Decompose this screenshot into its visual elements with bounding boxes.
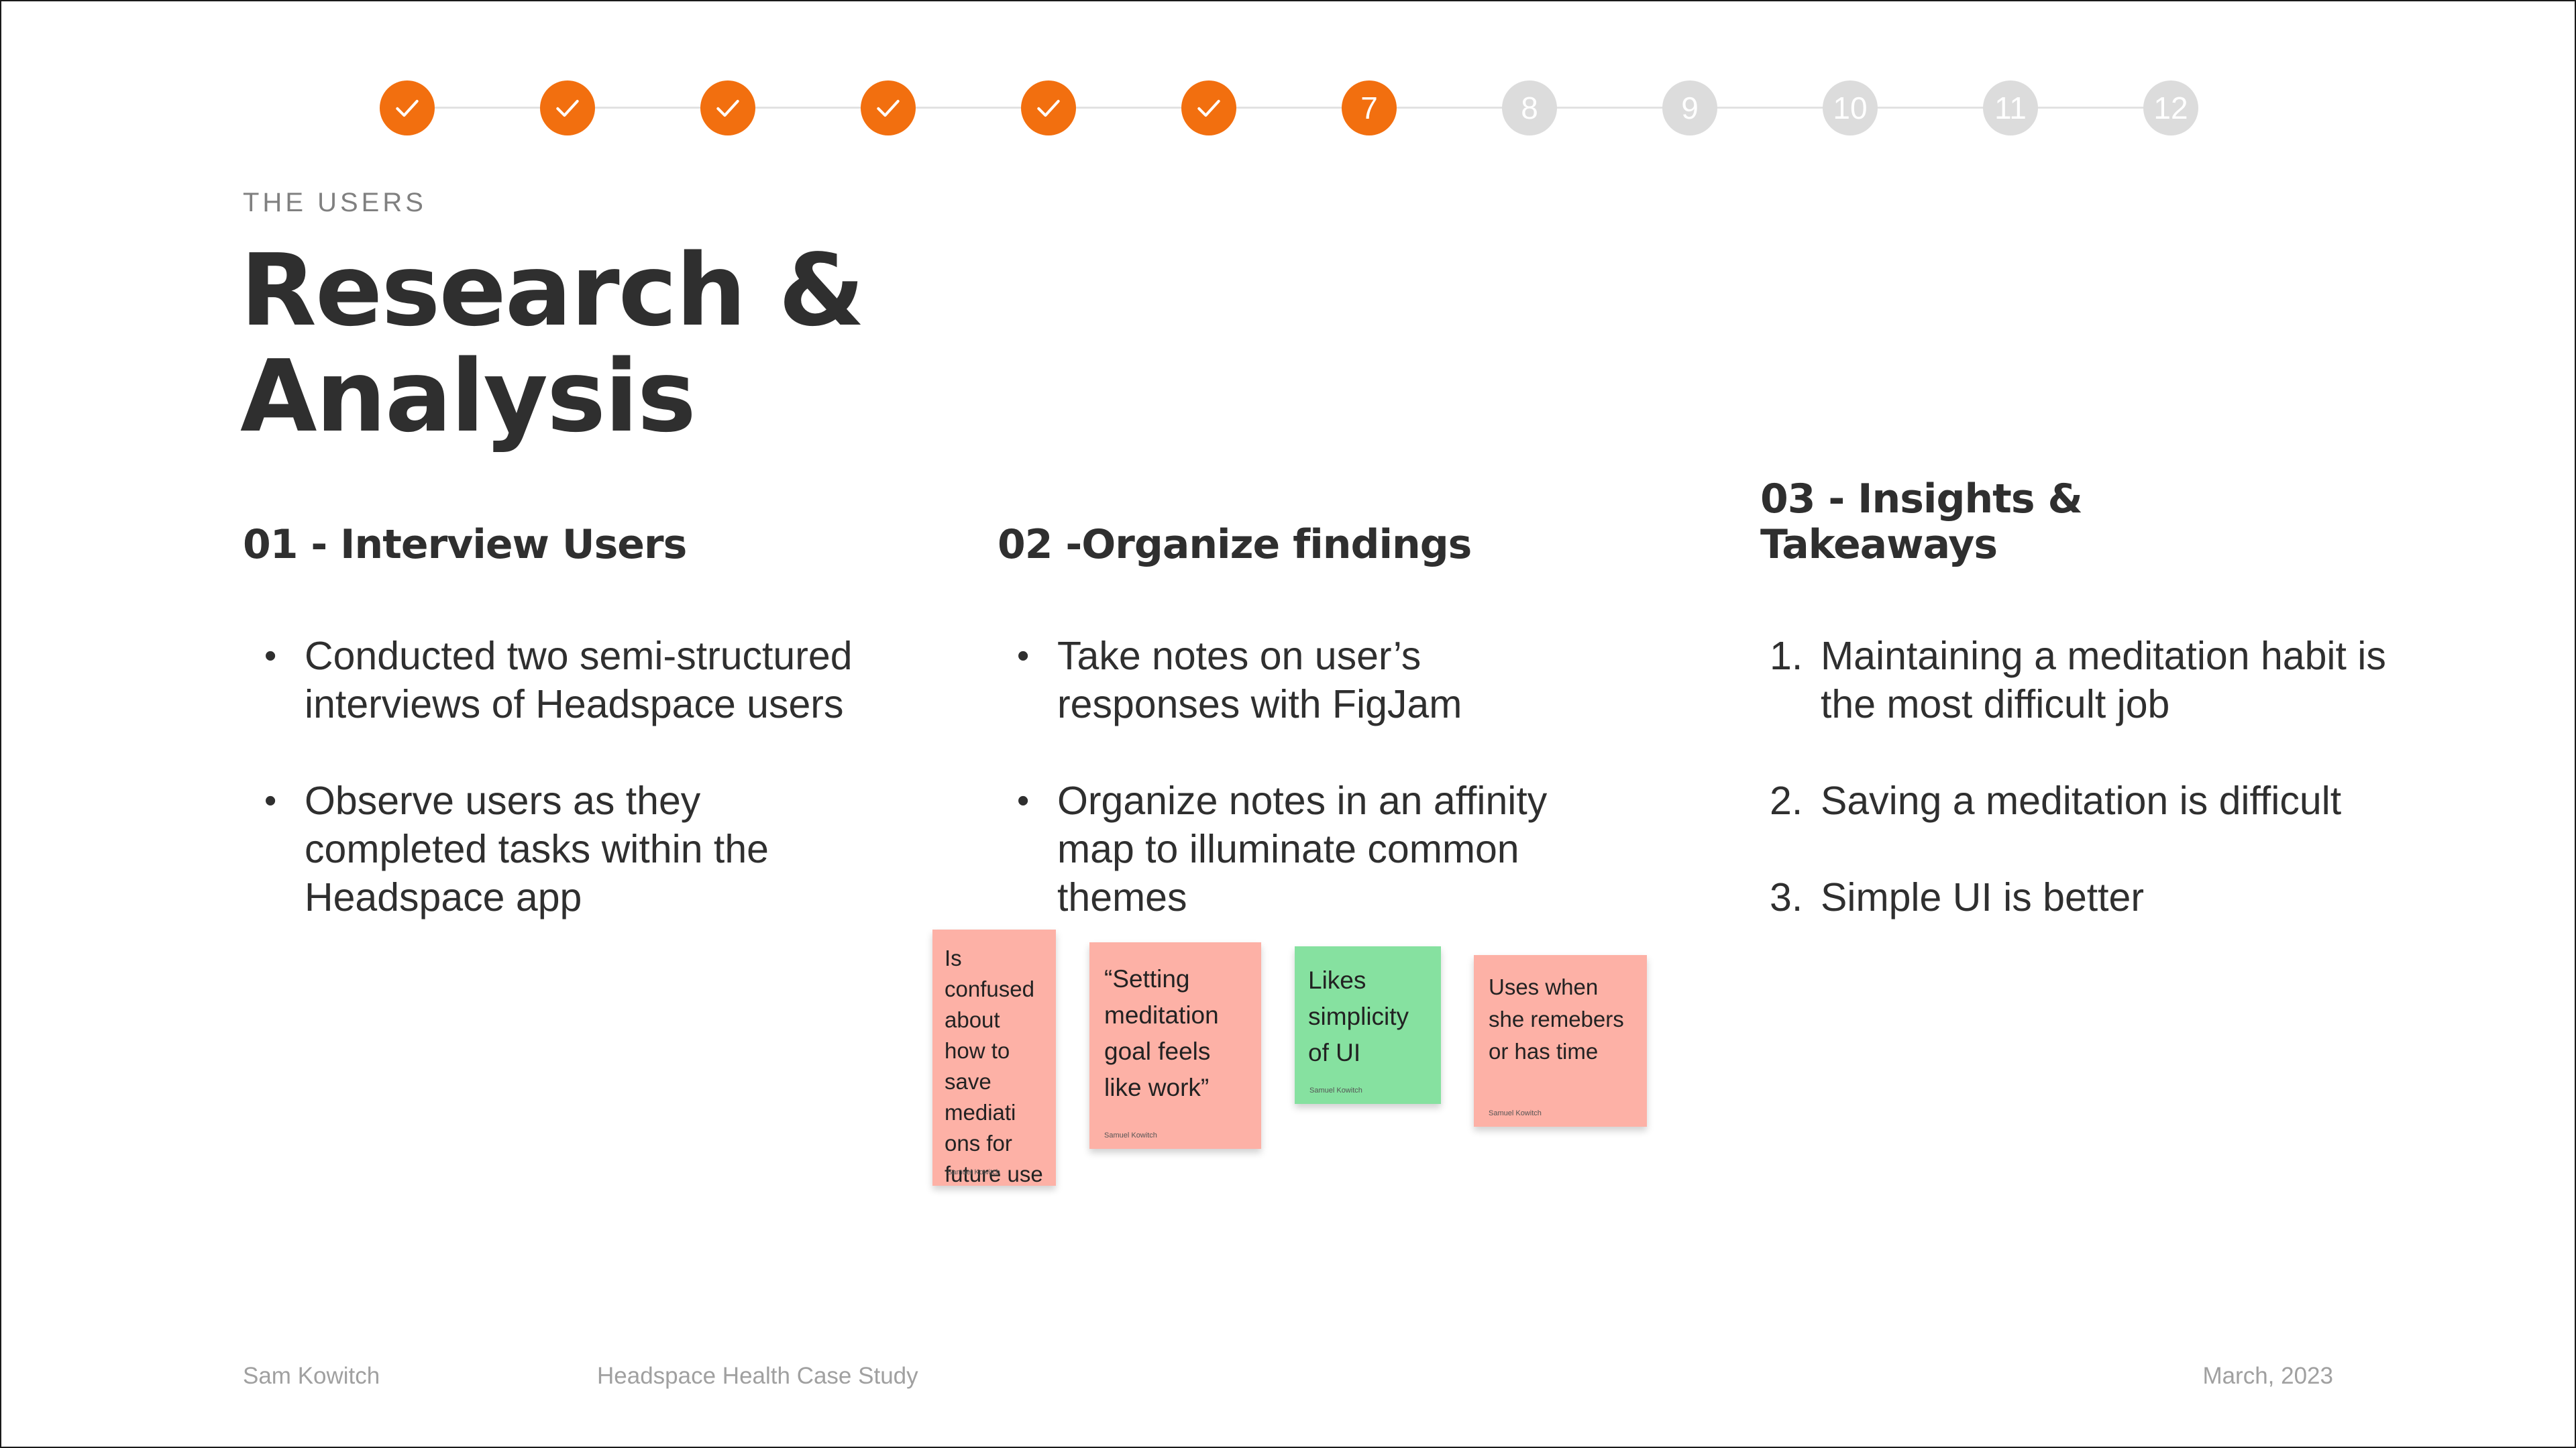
progress-step-2[interactable] [540,80,595,135]
progress-step-11[interactable]: 11 [1983,80,2038,135]
interview-users-list: Conducted two semi-structured interviews… [243,632,860,970]
checkmark-icon [1197,99,1220,117]
progress-step-label: 12 [2153,91,2188,125]
progress-step-3[interactable] [700,80,755,135]
organize-findings-list: Take notes on user’s responses with FigJ… [996,632,1613,970]
list-item: Organize notes in an affinity map to ill… [996,777,1613,922]
progress-step-9[interactable]: 9 [1662,80,1717,135]
progress-step-5[interactable] [1021,80,1076,135]
list-number: 1. [1770,634,1803,678]
sticky-note: Likes simplicity of UI Samuel Kowitch [1295,946,1441,1104]
progress-track [407,107,2171,109]
sticky-note: Uses when she remebers or has time Samue… [1474,955,1647,1127]
page-title-line-1: Research & [240,233,865,348]
list-item: 3. Simple UI is better [1770,873,2440,922]
sticky-note: Is confused about how to save mediati on… [932,930,1056,1186]
checkmark-icon [1037,99,1060,117]
progress-step-label: 8 [1521,91,1538,125]
list-item-text: Maintaining a meditation habit is the mo… [1821,634,2386,726]
insights-heading: 03 - Insights & Takeaways [1760,476,2230,567]
progress-step-1[interactable] [380,80,435,135]
progress-step-6[interactable] [1181,80,1236,135]
footer-author: Sam Kowitch [243,1363,380,1389]
footer-project: Headspace Health Case Study [597,1363,918,1389]
list-item: 1. Maintaining a meditation habit is the… [1770,632,2440,728]
page-title: Research & Analysis [240,237,1112,449]
progress-step-8[interactable]: 8 [1502,80,1557,135]
sticky-note-text: Uses when she remebers or has time [1489,974,1624,1064]
progress-stepper: 7 8 9 10 11 12 [1,1,2575,162]
checkmark-icon [877,99,900,117]
list-item: Take notes on user’s responses with FigJ… [996,632,1613,728]
insights-heading-line-2: Takeaways [1760,521,1998,568]
list-item: Conducted two semi-structured interviews… [243,632,860,728]
list-item: 2. Saving a meditation is difficult [1770,777,2440,825]
page-title-line-2: Analysis [240,339,696,454]
sticky-note-author: Samuel Kowitch [1489,1109,1542,1117]
progress-step-label: 10 [1833,91,1868,125]
interview-users-heading: 01 - Interview Users [243,521,687,568]
progress-step-7[interactable]: 7 [1342,80,1397,135]
list-item: Observe users as they completed tasks wi… [243,777,860,922]
sticky-note-author: Samuel Kowitch [947,1168,1000,1176]
sticky-note-text: Is confused about how to save mediati on… [945,946,1043,1186]
progress-step-10[interactable]: 10 [1823,80,1878,135]
checkmark-icon [396,99,419,117]
footer-date: March, 2023 [2202,1363,2333,1389]
list-item-text: Simple UI is better [1821,875,2144,920]
section-eyebrow: THE USERS [243,188,427,217]
insights-heading-line-1: 03 - Insights & [1760,476,2083,522]
checkmark-icon [556,99,579,117]
progress-step-label: 9 [1681,91,1699,125]
sticky-note-text: Likes simplicity of UI [1308,966,1409,1066]
checkmark-icon [716,99,739,117]
progress-step-12[interactable]: 12 [2143,80,2198,135]
sticky-note-author: Samuel Kowitch [1104,1131,1157,1139]
progress-step-label: 11 [1994,91,2027,125]
organize-findings-heading: 02 -Organize findings [998,521,1472,568]
list-item-text: Saving a meditation is difficult [1821,779,2342,823]
sticky-note-text: “Setting meditation goal feels like work… [1104,965,1219,1101]
progress-step-4[interactable] [861,80,916,135]
list-number: 2. [1770,779,1803,823]
progress-step-label: 7 [1360,91,1378,125]
sticky-note: “Setting meditation goal feels like work… [1089,942,1261,1149]
list-number: 3. [1770,875,1803,920]
sticky-note-author: Samuel Kowitch [1309,1087,1362,1095]
insights-list: 1. Maintaining a meditation habit is the… [1770,632,2440,970]
